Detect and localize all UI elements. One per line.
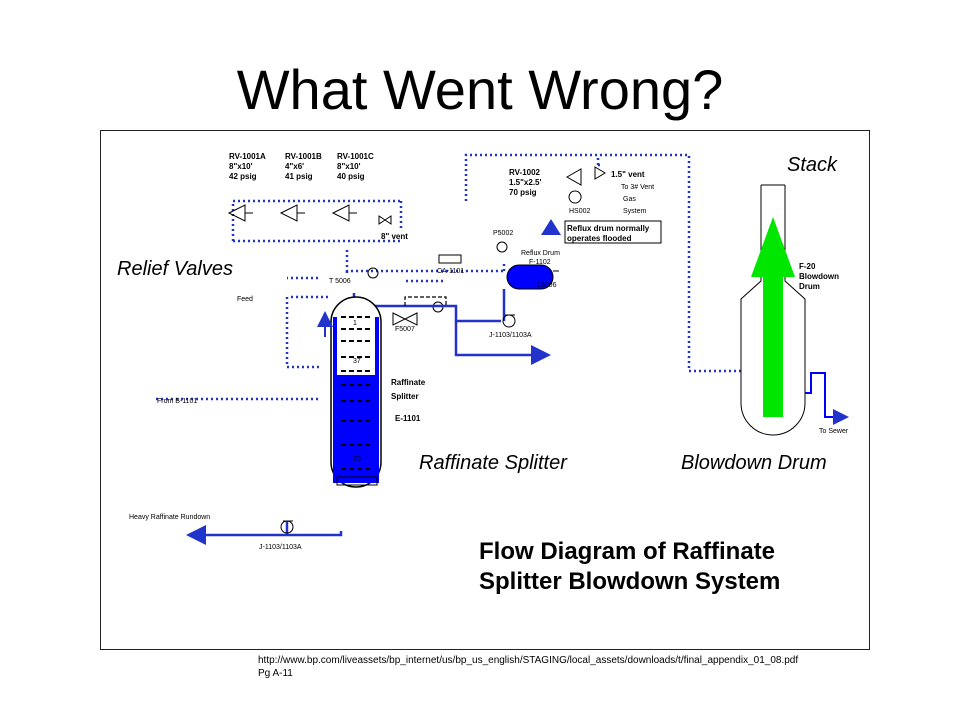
- flow-diagram: RV-1001A 8"x10' 42 psig RV-1001B 4"x6' 4…: [100, 130, 870, 650]
- stack-arrow: [751, 217, 795, 417]
- relief-valve-rv1001c: [331, 204, 357, 222]
- p5002-gauge: [496, 241, 508, 253]
- caption-line-2: Splitter Blowdown System: [479, 568, 781, 595]
- pump-top: [502, 314, 516, 328]
- relief-valve-rv1002: [565, 166, 606, 204]
- reflux-note-box: [564, 220, 662, 244]
- f20-blowdown-drum: [740, 184, 806, 436]
- source-citation: http://www.bp.com/liveassets/bp_internet…: [258, 654, 798, 680]
- control-valve-f5007: [392, 312, 418, 326]
- relief-valve-rv1001a: [227, 204, 253, 222]
- reflux-drum: [506, 264, 554, 290]
- source-url[interactable]: http://www.bp.com/liveassets/bp_internet…: [258, 655, 799, 666]
- raffinate-splitter-column: [330, 296, 382, 488]
- caption-line-1: Flow Diagram of Raffinate: [479, 538, 776, 565]
- control-loop: [404, 296, 447, 306]
- process-flow-diagram: [156, 153, 849, 545]
- pump-bottom: [280, 520, 294, 534]
- relief-header-piping: [156, 153, 741, 401]
- slide-title: What Went Wrong?: [236, 58, 724, 121]
- callout-relief-valves: Relief Valves: [117, 258, 233, 280]
- callout-stack: Stack: [787, 154, 838, 176]
- ca1101-element: [438, 254, 462, 264]
- overhead-piping: [186, 289, 551, 545]
- rv1002-inlet-triangle: [541, 219, 561, 235]
- page-ref: Pg A-11: [258, 668, 293, 679]
- vent-valve-8in: [378, 215, 392, 225]
- relief-valve-rv1001b: [279, 204, 305, 222]
- callout-blowdown-drum: Blowdown Drum: [681, 452, 827, 474]
- sewer-line: [805, 372, 849, 425]
- callout-raffinate-splitter: Raffinate Splitter: [419, 452, 567, 474]
- diagram-caption: Flow Diagram of Raffinate Splitter Blowd…: [479, 537, 780, 597]
- t5006-gauge: [367, 267, 379, 279]
